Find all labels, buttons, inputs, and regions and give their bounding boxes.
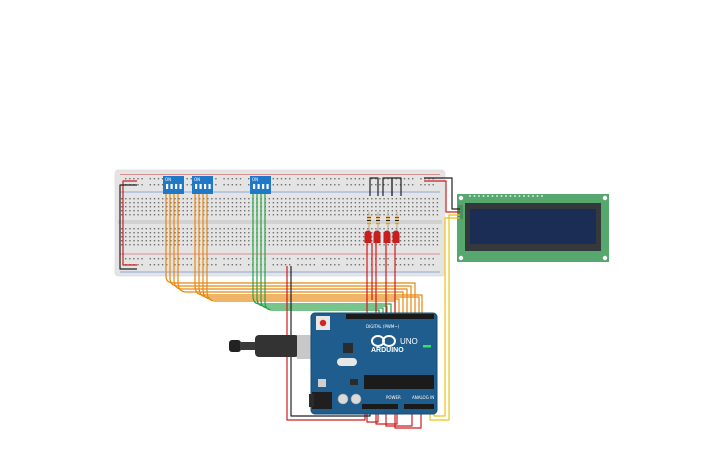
resistor-2[interactable] [376,212,380,232]
lcd-header-pins [469,195,543,197]
dip-switch-3[interactable]: ON [250,176,271,194]
wire-red-left-rail [122,180,137,266]
digital-header-label: DIGITAL (PWM~) [366,324,400,329]
resistor-1[interactable] [367,212,371,232]
led-1[interactable] [364,230,372,243]
wire-orange [177,194,404,320]
analog-header [404,404,434,409]
wire-orange [206,194,396,320]
wire-orange [194,194,423,320]
wire-black [391,177,402,196]
model-label: UNO [400,337,418,346]
dip-switch-on-label: ON [165,177,171,182]
led-2[interactable] [373,230,381,243]
power-header [362,404,398,409]
wire-green [252,194,392,320]
dip-switch-on-label: ON [252,177,258,182]
wire-black-left-rail [119,184,137,270]
lcd-screen [470,209,596,244]
wire-black-lcd [424,177,460,210]
wire-green [256,194,388,320]
wire-black [369,177,379,196]
wire-green [264,194,380,320]
wire-orange [173,194,408,320]
brand-label: ARDUINO [371,347,404,354]
resistor-3[interactable] [386,212,390,232]
arduino-logo: UNO ARDUINO [371,335,418,354]
resistor-4[interactable] [395,212,399,232]
dip-switch-2[interactable]: ON [192,176,213,194]
dip-switch-on-label: ON [194,177,200,182]
wire-orange [202,194,400,320]
power-header-label: POWER [386,395,401,400]
atmega-chip [364,375,434,389]
usb-cable-plug [229,340,241,352]
power-jack [312,392,332,409]
wire-orange [198,194,420,320]
arduino-uno[interactable]: DIGITAL (PWM~) UNO ARDUINO POWER ANALOG … [229,312,438,415]
digital-header [346,314,434,319]
dip-switch-1[interactable]: ON [163,176,184,194]
power-led [423,345,431,348]
lcd-display[interactable] [457,194,609,262]
led-3[interactable] [383,230,391,243]
analog-header-label: ANALOG IN [412,395,434,400]
wire-green [260,194,384,320]
led-4[interactable] [392,230,400,243]
wire-red-lcd [424,180,460,213]
wire-yellow [429,214,460,421]
